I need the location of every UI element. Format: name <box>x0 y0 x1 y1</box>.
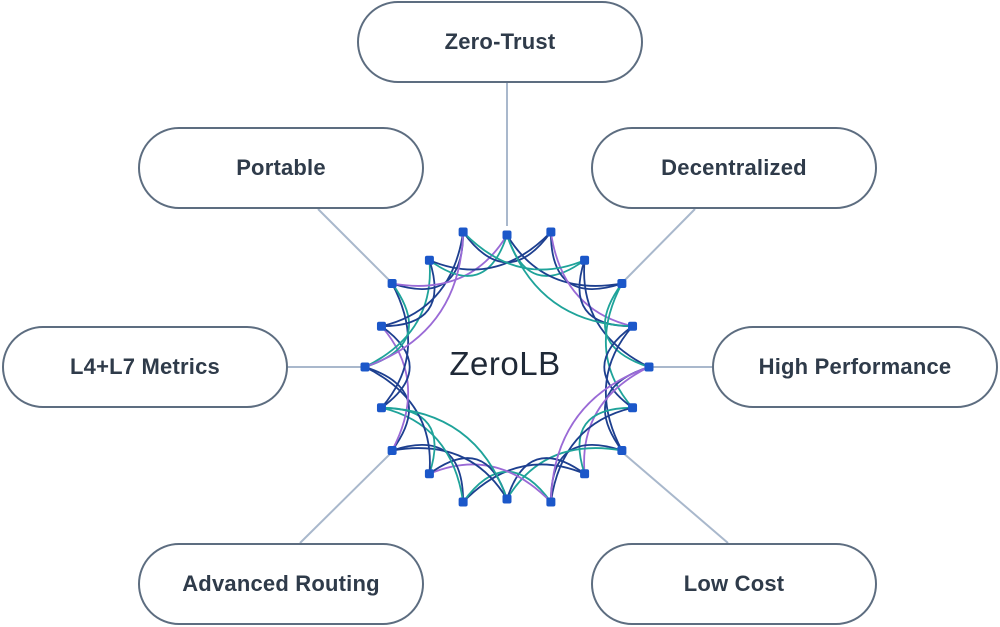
mesh-arc <box>381 259 436 328</box>
mesh-arc <box>364 260 431 368</box>
feature-high-performance: High Performance <box>712 326 998 408</box>
mesh-arc <box>549 231 633 328</box>
mesh-arc <box>391 234 508 287</box>
mesh-node <box>617 445 627 455</box>
mesh-node <box>580 469 590 479</box>
mesh-arc <box>506 234 623 287</box>
mesh-arc <box>506 234 633 328</box>
mesh-node <box>387 279 397 289</box>
center-title: ZeroLB <box>449 345 561 382</box>
connector-line <box>621 451 729 544</box>
mesh-arc <box>604 283 634 409</box>
mesh-arc <box>462 463 585 503</box>
mesh-node <box>644 362 654 372</box>
connector-line <box>317 208 393 284</box>
mesh-arcs <box>364 231 650 503</box>
mesh-node <box>628 403 638 413</box>
mesh-arc <box>381 406 508 500</box>
mesh-node <box>376 321 386 331</box>
mesh-arc <box>428 234 508 277</box>
mesh-arc <box>578 406 633 475</box>
mesh-node <box>546 497 556 507</box>
mesh-arc <box>380 325 411 409</box>
mesh-arc <box>603 325 634 409</box>
mesh-node <box>458 497 468 507</box>
mesh-arc <box>391 447 508 500</box>
feature-decentralized: Decentralized <box>591 127 877 209</box>
mesh-arc <box>364 366 431 474</box>
mesh-node <box>628 321 638 331</box>
mesh-arc <box>381 231 465 328</box>
mesh-arc <box>549 366 650 503</box>
feature-zero-trust: Zero-Trust <box>357 1 643 83</box>
mesh-node <box>424 469 434 479</box>
feature-portable: Portable <box>138 127 424 209</box>
mesh-arc <box>364 231 465 368</box>
mesh-node <box>360 362 370 372</box>
mesh-arc <box>380 325 410 451</box>
mesh-arc <box>583 366 650 474</box>
mesh-arc <box>604 325 634 451</box>
feature-low-cost: Low Cost <box>591 543 877 625</box>
mesh-arc <box>462 231 585 271</box>
mesh-node <box>580 255 590 265</box>
connector-line <box>299 451 393 544</box>
mesh-arc <box>429 231 552 271</box>
connector-lines <box>288 83 729 544</box>
mesh-node <box>458 227 468 237</box>
feature-l4-l7-metrics: L4+L7 Metrics <box>2 326 288 408</box>
mesh-arc <box>583 260 650 368</box>
mesh-node <box>502 494 512 504</box>
mesh-arc <box>506 457 586 500</box>
mesh-node <box>387 445 397 455</box>
mesh-nodes <box>360 227 654 507</box>
mesh-node <box>546 227 556 237</box>
mesh-arc <box>381 406 465 503</box>
feature-advanced-routing: Advanced Routing <box>138 543 424 625</box>
mesh-node <box>376 403 386 413</box>
mesh-node <box>424 255 434 265</box>
mesh-node <box>502 230 512 240</box>
mesh-arc <box>429 463 552 503</box>
mesh-arc <box>380 283 410 409</box>
mesh-node <box>617 279 627 289</box>
mesh-arc <box>506 447 623 500</box>
connector-line <box>621 208 696 284</box>
mesh-arc <box>549 406 633 503</box>
